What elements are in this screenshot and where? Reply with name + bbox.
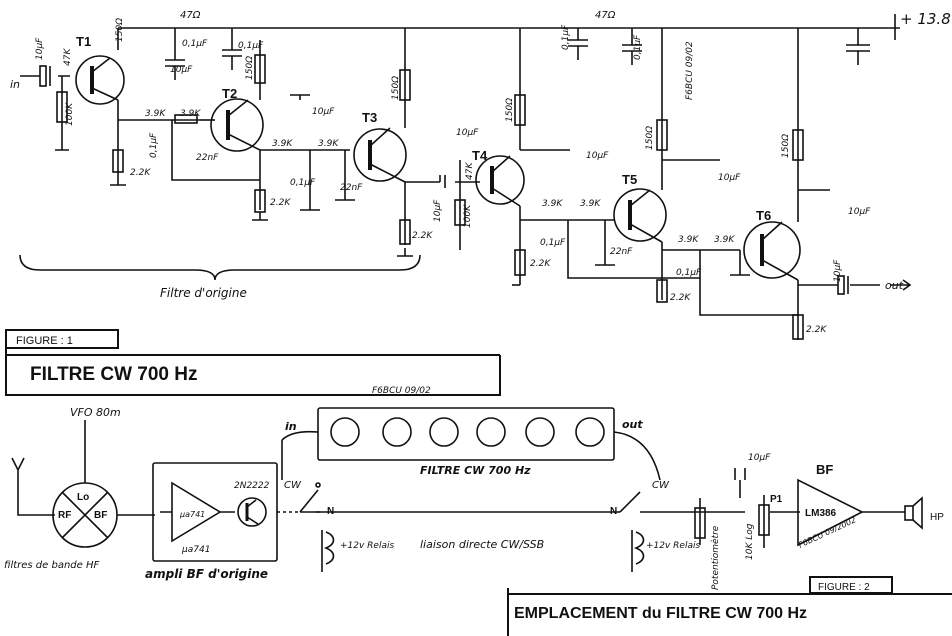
r-label: 47K bbox=[63, 48, 73, 66]
in-label: in bbox=[10, 78, 20, 91]
amp-chip: LM386 bbox=[805, 508, 837, 519]
figure1-author: F6BCU 09/02 bbox=[372, 386, 431, 396]
pot-log-label: Potentiomètre bbox=[710, 525, 721, 590]
out-arrow-icon bbox=[890, 279, 912, 291]
transistor-label: 2N2222 bbox=[234, 481, 270, 491]
r-label: 3.9K bbox=[318, 139, 339, 149]
t3-label: T3 bbox=[362, 110, 377, 125]
figure1-tag: FIGURE : 1 bbox=[16, 335, 73, 347]
r-label: 2.2K bbox=[670, 293, 691, 303]
t5-label: T5 bbox=[622, 172, 637, 187]
filter-transistor-array bbox=[330, 417, 605, 447]
r-label: 150Ω bbox=[245, 56, 255, 80]
c-label: 22nF bbox=[340, 183, 363, 193]
hf-filters-label: filtres de bande HF bbox=[4, 560, 100, 571]
c-label: 10µF bbox=[833, 259, 843, 282]
p1-label: P1 bbox=[770, 494, 783, 505]
r-label: 47Ω bbox=[180, 10, 201, 21]
relay-left-label: +12v Relais bbox=[340, 541, 394, 551]
c-label: 0,1µF bbox=[633, 34, 643, 60]
pot-10k-label: 10K Log bbox=[745, 523, 755, 560]
preamp-caption: ampli BF d'origine bbox=[145, 567, 268, 581]
r-label: 3.9K bbox=[678, 235, 699, 245]
t2-label: T2 bbox=[222, 86, 237, 101]
mixer-lo: Lo bbox=[77, 492, 89, 503]
r-label: 3.9K bbox=[580, 199, 601, 209]
cw-right-label: CW bbox=[652, 480, 670, 491]
c-label: 10µF bbox=[35, 37, 45, 60]
relay-right-label: +12v Relais bbox=[646, 541, 700, 551]
r-label: 3.9K bbox=[714, 235, 735, 245]
c-label: 10µF bbox=[456, 128, 479, 138]
cw-left-label: CW bbox=[284, 480, 302, 491]
direct-link-label: liaison directe CW/SSB bbox=[420, 538, 544, 551]
r-label: 2.2K bbox=[130, 168, 151, 178]
r-label: 2.2K bbox=[412, 231, 433, 241]
c-label: 0,1µF bbox=[290, 178, 316, 188]
mixer-bf: BF bbox=[94, 510, 107, 521]
r-label: 150Ω bbox=[645, 126, 655, 150]
c-label: 10µF bbox=[848, 207, 871, 217]
r-label: 3.9K bbox=[145, 109, 166, 119]
c-label: 10µF bbox=[312, 107, 335, 117]
t4-label: T4 bbox=[472, 148, 488, 163]
supply-label: + 13.8v bbox=[900, 10, 952, 28]
filter-in-label: in bbox=[285, 420, 297, 433]
r-label: 2.2K bbox=[270, 198, 291, 208]
hp-label: HP bbox=[930, 512, 944, 523]
r-label: 100K bbox=[65, 102, 75, 126]
c-label: 0,1µF bbox=[676, 268, 702, 278]
amp-title: BF bbox=[816, 462, 833, 477]
r-label: 3.9K bbox=[542, 199, 563, 209]
r-label: 2.2K bbox=[530, 259, 551, 269]
c-label: 22nF bbox=[610, 247, 633, 257]
r-label: 47K bbox=[465, 162, 475, 180]
figure1-title: FILTRE CW 700 Hz bbox=[30, 364, 198, 385]
c-label: 0,1µF bbox=[561, 24, 571, 50]
r-label: 150Ω bbox=[391, 76, 401, 100]
r-label: 100K bbox=[463, 204, 473, 228]
t1-label: T1 bbox=[76, 34, 91, 49]
c-label: 0,1µF bbox=[182, 39, 208, 49]
figure2-wiring bbox=[11, 407, 923, 572]
c-label: 0,1µF bbox=[238, 41, 264, 51]
out-label: out bbox=[885, 279, 904, 292]
figure1-wiring bbox=[19, 14, 900, 340]
filter-caption: FILTRE CW 700 Hz bbox=[420, 464, 531, 477]
r-label: 47Ω bbox=[595, 10, 616, 21]
filter-out-label: out bbox=[622, 418, 643, 431]
r-label: 150Ω bbox=[115, 18, 125, 42]
r-label: 150Ω bbox=[505, 98, 515, 122]
figure2-title: EMPLACEMENT du FILTRE CW 700 Hz bbox=[514, 605, 807, 622]
vfo-label: VFO 80m bbox=[70, 406, 121, 419]
cap-label: 10µF bbox=[748, 453, 771, 463]
c-label: 10µF bbox=[718, 173, 741, 183]
c-label: 0,1µF bbox=[149, 132, 159, 158]
n-left-label: N bbox=[327, 506, 334, 517]
r-label: 150Ω bbox=[781, 134, 791, 158]
author-vertical: F6BCU 09/02 bbox=[685, 41, 695, 100]
n-right-label: N bbox=[610, 506, 617, 517]
mixer-rf: RF bbox=[58, 510, 71, 521]
opamp-below-label: µa741 bbox=[181, 545, 210, 555]
opamp-label: µa741 bbox=[179, 510, 205, 519]
c-label: 10µF bbox=[586, 151, 609, 161]
r-label: 3.9K bbox=[272, 139, 293, 149]
figure2-title-block bbox=[507, 576, 952, 636]
c-label: 0,1µF bbox=[540, 238, 566, 248]
r-label: 2.2K bbox=[806, 325, 827, 335]
subtitle: Filtre d'origine bbox=[160, 286, 247, 300]
c-label: 10µF bbox=[433, 199, 443, 222]
figure2-tag: FIGURE : 2 bbox=[818, 582, 870, 593]
t6-label: T6 bbox=[756, 208, 771, 223]
figure1-title-block bbox=[5, 329, 501, 396]
amp-author: F6BCU 09/2002 bbox=[797, 515, 857, 550]
c-label: 22nF bbox=[196, 153, 219, 163]
c-label: 10µF bbox=[170, 65, 193, 75]
r-label: 3.9K bbox=[180, 109, 201, 119]
